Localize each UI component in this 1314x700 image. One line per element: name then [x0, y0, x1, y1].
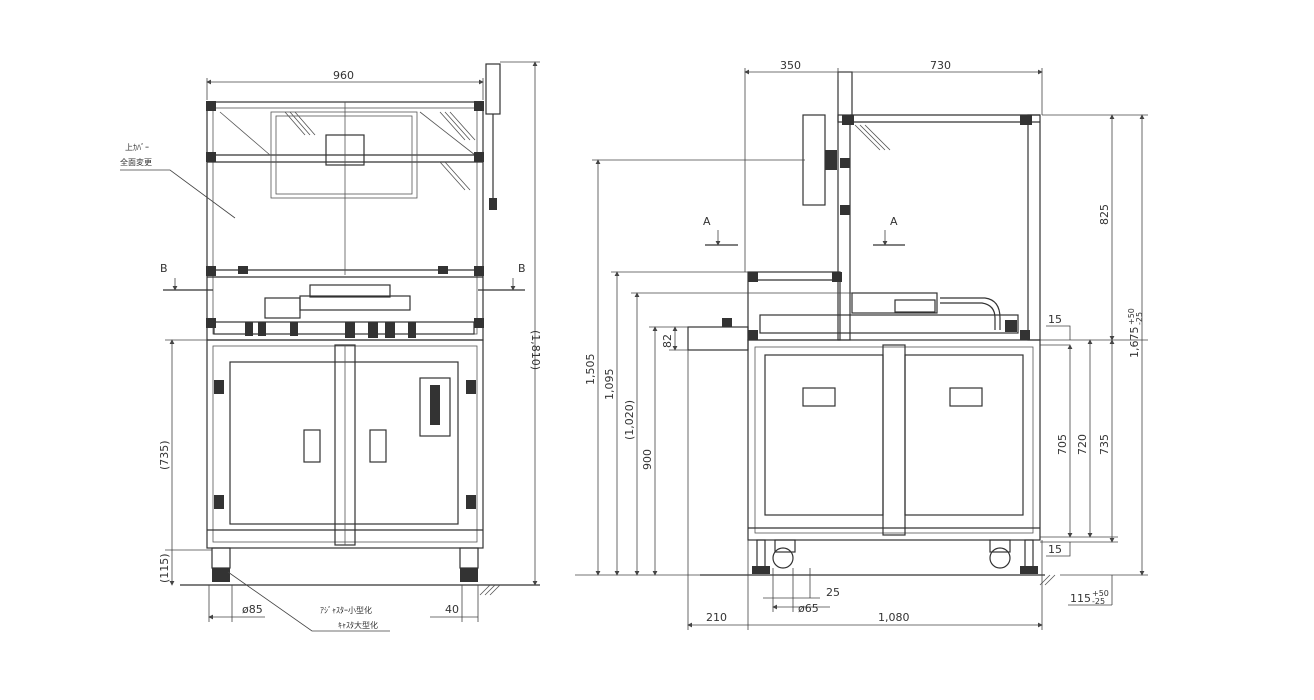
dim-1095: 1,095 — [603, 369, 616, 401]
note-cover-2: 全面変更 — [120, 157, 152, 167]
signal-tower — [485, 63, 501, 115]
dim-foot-dia: ø85 — [242, 603, 263, 616]
dim-720: 720 — [1076, 434, 1089, 455]
dim-1810: (1,810) — [529, 330, 542, 370]
note-adjuster-leader — [227, 571, 390, 632]
door-handle-left — [303, 429, 321, 463]
section-mark-a-left: A — [703, 215, 711, 228]
front-view: B B 960 (1,810) (735) (115) ø85 40 上ｶﾊﾞｰ… — [120, 61, 542, 632]
dim-705: 705 — [1056, 434, 1069, 455]
side-view: A A 350 730 1,505 1,095 (1,020) 900 82 7… — [575, 59, 1148, 630]
section-mark-a-right: A — [890, 215, 898, 228]
note-cover-leader — [120, 169, 236, 219]
dim-115: (115) — [158, 553, 171, 583]
dim-caster-offset: 25 — [826, 586, 840, 599]
dim-15-top: 15 — [1048, 313, 1062, 326]
dim-1020: (1,020) — [623, 400, 636, 440]
cabinet-side — [747, 339, 1041, 541]
top-cover — [270, 111, 418, 199]
section-mark-b-left: B — [160, 262, 168, 275]
dim-1505: 1,505 — [584, 354, 597, 386]
dim-735: (735) — [158, 440, 171, 470]
dim-350: 350 — [780, 59, 801, 72]
dim-caster-dia: ø65 — [798, 602, 819, 615]
note-cover-1: 上ｶﾊﾞｰ — [125, 143, 149, 152]
dim-115-tol-minus: -25 — [1092, 597, 1105, 606]
dim-foot-offset: 40 — [445, 603, 459, 616]
dim-115-tol-plus: +50 — [1092, 589, 1109, 598]
dim-900: 900 — [641, 449, 654, 470]
control-panel — [419, 377, 451, 437]
door-handle-right — [369, 429, 387, 463]
dim-1080: 1,080 — [878, 611, 910, 624]
dim-960: 960 — [333, 69, 354, 82]
note-adjuster-2: ｷｬｽﾀ大型化 — [338, 620, 378, 630]
side-box — [687, 326, 749, 351]
cabinet — [206, 339, 484, 549]
note-adjuster-1: ｱｼﾞｬｽﾀｰ小型化 — [320, 605, 372, 615]
dim-825: 825 — [1098, 204, 1111, 225]
dim-15-bottom: 15 — [1048, 543, 1062, 556]
dim-210: 210 — [706, 611, 727, 624]
dim-1675-tol-plus: +50 — [1127, 308, 1136, 325]
dim-735-side: 735 — [1098, 434, 1111, 455]
dim-1675: 1,675 — [1128, 327, 1141, 359]
dim-82: 82 — [661, 334, 674, 348]
monitor — [802, 114, 826, 206]
dim-1675-tol-minus: -25 — [1135, 312, 1144, 325]
dim-730: 730 — [930, 59, 951, 72]
dim-115-side: 115 — [1070, 592, 1091, 605]
section-mark-b-right: B — [518, 262, 526, 275]
